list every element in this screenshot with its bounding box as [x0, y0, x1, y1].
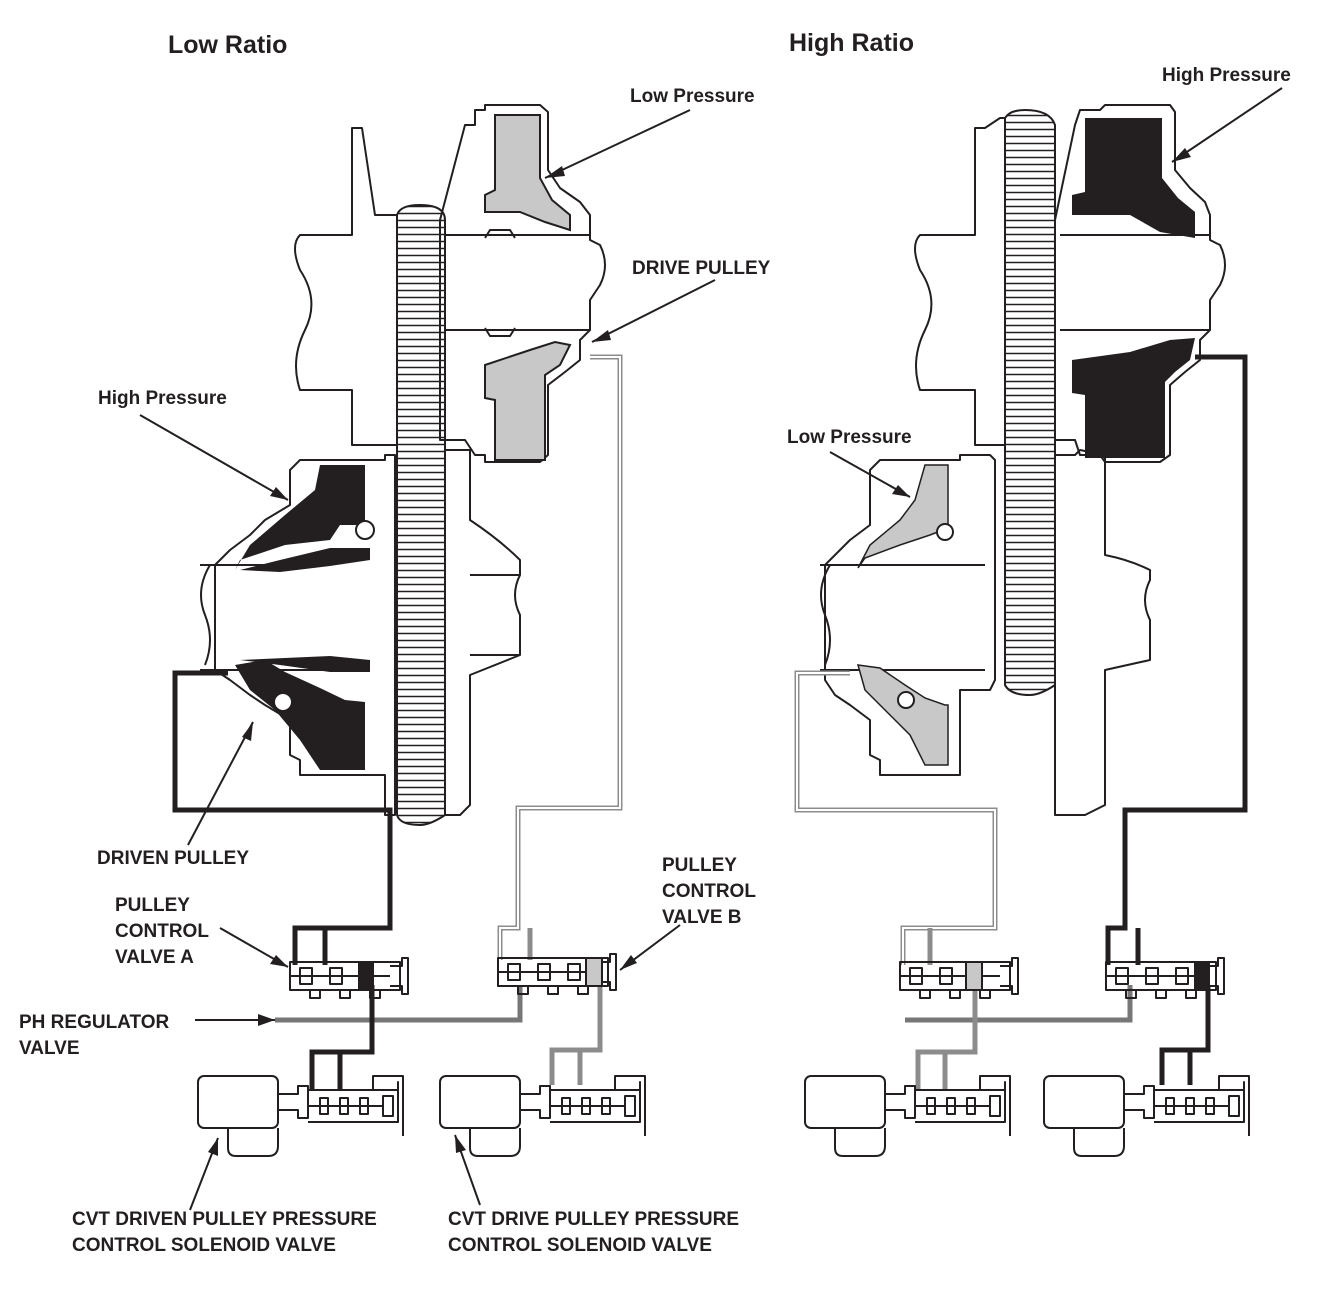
- high-ratio-drive-pressure-label: High Pressure: [1162, 65, 1291, 86]
- high-ratio-control-valves: [899, 957, 1225, 999]
- high-ratio-solenoids: [804, 1075, 1250, 1157]
- low-ratio-driven-pressure-label: High Pressure: [98, 388, 227, 409]
- pulley-control-valve-a-label: PULLEY CONTROL VALVE A: [115, 895, 209, 968]
- pulley-control-valve-b-label: PULLEY CONTROL VALVE B: [662, 855, 756, 928]
- low-ratio-drive-pressure-label: Low Pressure: [630, 86, 755, 107]
- drive-solenoid-label: CVT DRIVE PULLEY PRESSURE CONTROL SOLENO…: [448, 1209, 740, 1256]
- driven-solenoid-label: CVT DRIVEN PULLEY PRESSURE CONTROL SOLEN…: [72, 1209, 377, 1256]
- driven-pulley-label: DRIVEN PULLEY: [97, 848, 250, 869]
- high-ratio-title: High Ratio: [789, 29, 914, 57]
- low-ratio-leaders: [139, 109, 716, 1211]
- low-ratio-driven-pulley: [200, 449, 521, 816]
- high-ratio-leaders: [829, 87, 1283, 498]
- drive-pulley-label: DRIVE PULLEY: [632, 258, 771, 279]
- high-ratio-driven-pulley: [820, 449, 1151, 816]
- low-ratio-control-valves: [289, 953, 617, 999]
- high-ratio-hydraulic-lines: [794, 354, 1248, 1090]
- low-ratio-solenoids: [197, 1075, 646, 1157]
- ph-regulator-valve-label: PH REGULATOR VALVE: [19, 1012, 170, 1059]
- low-ratio-drive-pulley: [294, 104, 606, 827]
- high-ratio-driven-pressure-label: Low Pressure: [787, 427, 912, 448]
- high-ratio-drive-pulley: [914, 104, 1226, 697]
- low-ratio-hydraulic-lines: [172, 354, 623, 1090]
- low-ratio-title: Low Ratio: [168, 31, 288, 59]
